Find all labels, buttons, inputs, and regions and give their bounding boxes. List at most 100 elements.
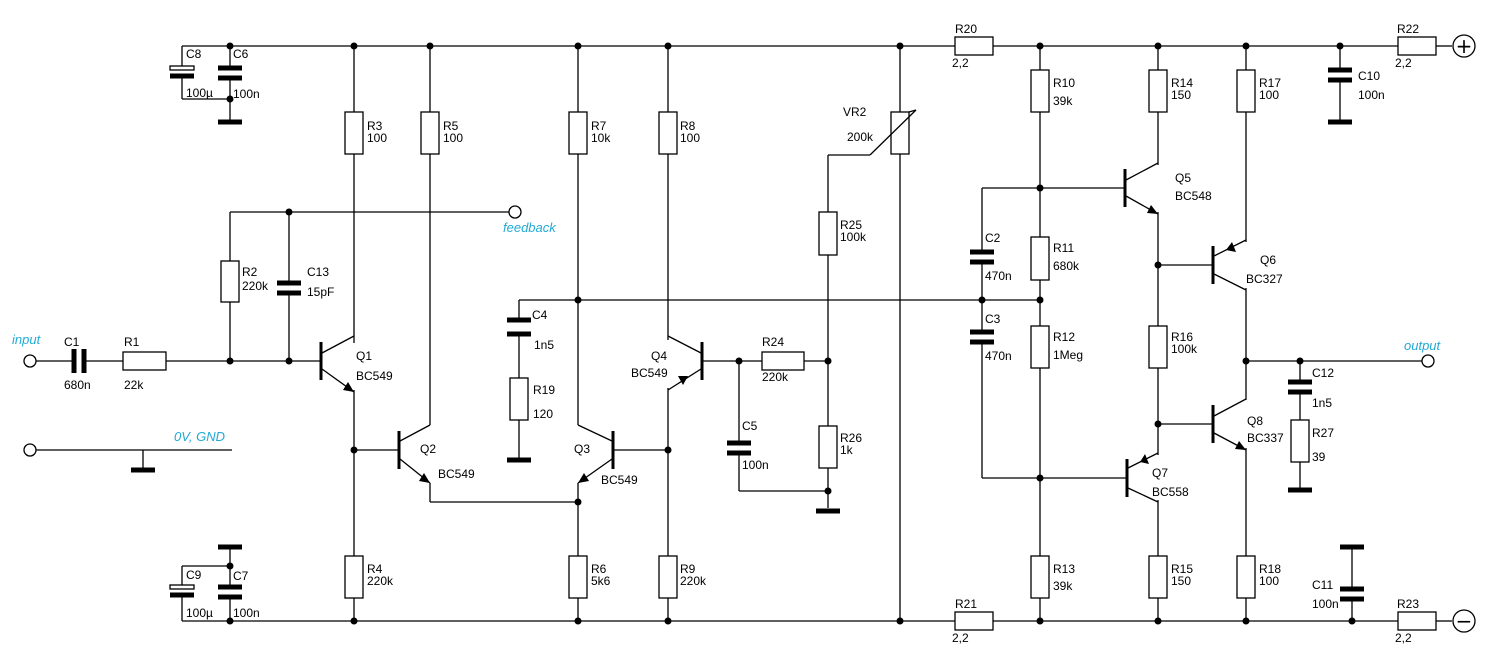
r5-body — [420, 111, 440, 155]
r7-name: R7 — [591, 119, 607, 133]
r25-name: R25 — [840, 218, 862, 232]
minus-symbol: − — [1456, 609, 1473, 633]
r1-name: R1 — [124, 335, 140, 349]
c7-name: C7 — [233, 569, 249, 583]
feedback-terminal[interactable] — [508, 205, 522, 219]
q3-type: BC549 — [601, 473, 638, 487]
r21-value: 2,2 — [952, 631, 969, 645]
r13-name: R13 — [1053, 562, 1075, 576]
r12-value: 1Meg — [1053, 348, 1083, 362]
r26-name: R26 — [840, 431, 862, 445]
c1-name: C1 — [64, 335, 80, 349]
output-terminal[interactable] — [1421, 354, 1435, 368]
c5-value: 100n — [742, 458, 769, 472]
r3-value: 100 — [367, 131, 387, 145]
r4-body — [344, 555, 364, 599]
r13-value: 39k — [1053, 579, 1073, 593]
c9-name: C9 — [186, 568, 202, 582]
resistor-bodies — [122, 36, 1437, 631]
r20-body — [954, 36, 994, 56]
transistor-symbols — [319, 162, 1247, 503]
q4-type: BC549 — [631, 366, 668, 380]
r14-body — [1148, 69, 1168, 113]
c11-value: 100n — [1312, 597, 1339, 611]
r11-name: R11 — [1053, 241, 1074, 255]
r18-name: R18 — [1259, 562, 1281, 576]
r23-value: 2,2 — [1395, 631, 1412, 645]
vr2-value: 200k — [847, 130, 874, 144]
input-terminal[interactable] — [23, 354, 37, 368]
r23-name: R23 — [1397, 597, 1419, 611]
q6-name: Q6 — [1260, 253, 1276, 267]
gnd-label: 0V, GND — [174, 429, 225, 444]
r16-name: R16 — [1171, 330, 1193, 344]
c13-name: C13 — [307, 265, 329, 279]
c2-value: 470n — [985, 269, 1012, 283]
component-labels: R1 22k R2 220k R3 100 R4 220k R5 100 R6 … — [64, 22, 1419, 645]
q1-name: Q1 — [356, 349, 372, 363]
r20-name: R20 — [955, 22, 977, 36]
vr2-body — [890, 111, 910, 155]
r6-value: 5k6 — [591, 574, 611, 588]
c6-name: C6 — [233, 47, 249, 61]
r24-body — [761, 351, 805, 371]
r8-name: R8 — [680, 119, 696, 133]
q8-name: Q8 — [1247, 414, 1263, 428]
r8-value: 100 — [680, 131, 700, 145]
r5-value: 100 — [443, 131, 463, 145]
c1-value: 680n — [64, 378, 91, 392]
plus-terminal[interactable] — [1452, 34, 1476, 58]
r7-body — [568, 111, 588, 155]
r5-name: R5 — [443, 119, 459, 133]
r15-body — [1148, 555, 1168, 599]
r18-value: 100 — [1259, 574, 1279, 588]
c12-value: 1n5 — [1312, 396, 1332, 410]
terminal-labels: input feedback 0V, GND output — [12, 220, 1442, 444]
q4-name: Q4 — [651, 349, 667, 363]
r18-body — [1236, 555, 1256, 599]
r9-value: 220k — [680, 574, 707, 588]
minus-terminal[interactable] — [1452, 609, 1476, 633]
c4-value: 1n5 — [534, 338, 554, 352]
gnd-terminal[interactable] — [23, 443, 37, 457]
r2-value: 220k — [242, 279, 269, 293]
c7-value: 100n — [233, 606, 260, 620]
r22-name: R22 — [1397, 22, 1419, 36]
input-label: input — [12, 332, 42, 347]
capacitor-plates — [71, 65, 1364, 602]
q1-type: BC549 — [356, 369, 393, 383]
plus-symbol: + — [1456, 34, 1473, 58]
q3-name: Q3 — [574, 442, 590, 456]
r10-body — [1030, 69, 1050, 113]
r8-body — [658, 111, 678, 155]
r16-value: 100k — [1171, 342, 1198, 356]
r9-name: R9 — [680, 562, 696, 576]
r2-name: R2 — [242, 265, 258, 279]
r17-value: 100 — [1259, 88, 1279, 102]
r27-name: R27 — [1312, 426, 1334, 440]
r15-name: R15 — [1171, 562, 1193, 576]
wires — [36, 45, 1452, 622]
terminals: + − — [23, 34, 1476, 633]
r19-name: R19 — [533, 383, 555, 397]
c6-value: 100n — [233, 87, 260, 101]
r27-body — [1290, 419, 1310, 463]
r21-body — [954, 611, 994, 631]
c11-name: C11 — [1312, 578, 1333, 592]
r2-body — [220, 260, 240, 303]
r12-name: R12 — [1053, 330, 1075, 344]
feedback-label: feedback — [503, 220, 557, 235]
c3-value: 470n — [985, 349, 1012, 363]
r15-value: 150 — [1171, 574, 1191, 588]
r4-name: R4 — [367, 562, 383, 576]
r1-body — [122, 351, 167, 371]
q2-type: BC549 — [438, 467, 475, 481]
r10-value: 39k — [1053, 94, 1073, 108]
r22-value: 2,2 — [1395, 56, 1412, 70]
r21-name: R21 — [955, 597, 977, 611]
c4-name: C4 — [532, 308, 548, 322]
r14-name: R14 — [1171, 76, 1193, 90]
r3-body — [344, 111, 364, 155]
r19-value: 120 — [533, 407, 553, 421]
